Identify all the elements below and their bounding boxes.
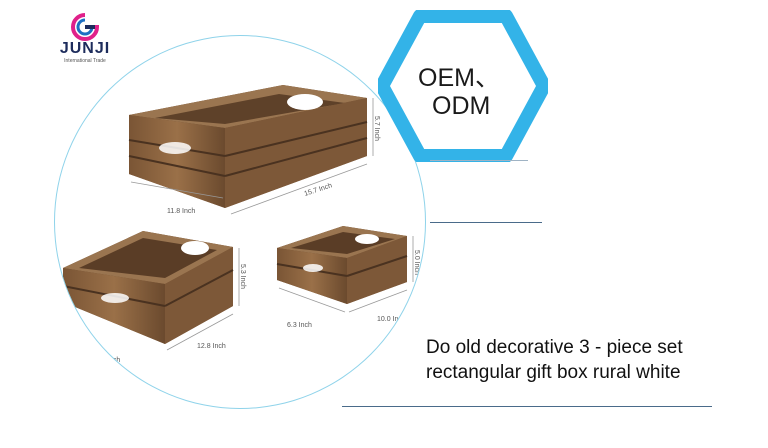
medium-depth-label: nch <box>109 357 120 364</box>
divider-line-bottom <box>342 406 712 407</box>
medium-crate <box>62 231 234 344</box>
dimension-lines <box>130 98 414 351</box>
large-height-label: 5.7 Inch <box>373 116 380 141</box>
brand-logo: JUNJI International Trade <box>40 12 130 64</box>
oem-odm-hexagon-badge <box>378 10 548 162</box>
large-depth-label: 11.8 Inch <box>167 208 195 215</box>
description-line-2: rectangular gift box rural white <box>426 362 681 383</box>
small-crate <box>276 226 408 304</box>
logo-subtitle: International Trade <box>64 58 106 64</box>
description-line-1: Do old decorative 3 - piece set <box>426 337 683 358</box>
badge-odm-text: ODM <box>432 92 491 120</box>
large-crate <box>128 85 368 208</box>
product-description: Do old decorative 3 - piece set rectangu… <box>426 335 756 385</box>
wooden-crates-illustration: 5.7 Inch 11.8 Inch 15.7 Inch 5.3 Inch 12… <box>62 85 420 364</box>
logo-name: JUNJI <box>59 40 111 57</box>
divider-line-top <box>430 160 528 161</box>
medium-width-label: 12.8 Inch <box>197 343 226 350</box>
large-width-label: 15.7 Inch <box>303 182 333 198</box>
divider-line-middle <box>430 222 542 223</box>
badge-oem-text: OEM、 <box>418 64 500 92</box>
junji-logo-icon <box>71 13 100 41</box>
small-height-label: 5.0 Inch <box>413 250 420 275</box>
small-depth-label: 6.3 Inch <box>287 322 312 329</box>
medium-height-label: 5.3 Inch <box>239 264 246 289</box>
product-photo-circle: 5.7 Inch 11.8 Inch 15.7 Inch 5.3 Inch 12… <box>54 35 426 409</box>
small-width-label: 10.0 Inch <box>377 316 406 323</box>
